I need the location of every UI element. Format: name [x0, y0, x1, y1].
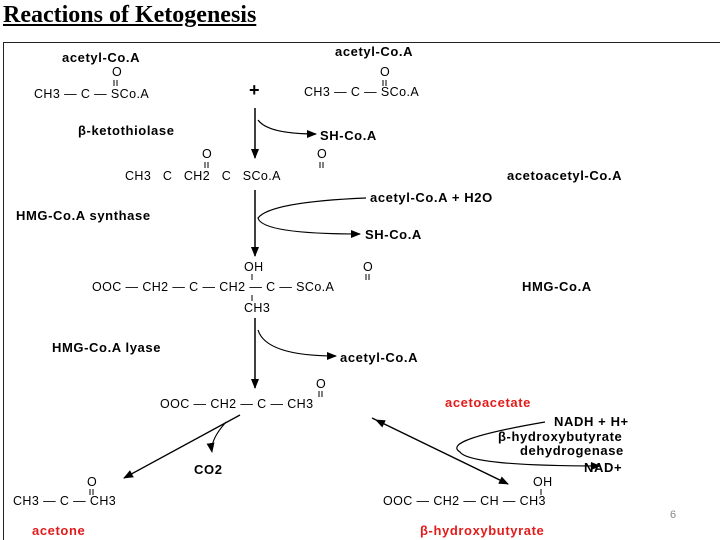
- substrate-left-label: acetyl-Co.A: [62, 50, 140, 65]
- carbonyl-o-aa1: O: [202, 147, 212, 161]
- content-frame: [3, 42, 720, 540]
- hmg-ch3: CH3: [244, 301, 270, 315]
- substrate-left-formula: CH3 — C — SCo.A: [34, 87, 149, 101]
- carbonyl-o-aa2: O: [317, 147, 327, 161]
- carbonyl-o-right: O: [380, 65, 390, 79]
- substrate-right-label: acetyl-Co.A: [335, 44, 413, 59]
- slide-title: Reactions of Ketogenesis: [3, 2, 257, 28]
- acetoacetate-label: acetoacetate: [445, 395, 531, 410]
- co2-label: CO2: [194, 462, 223, 477]
- bhb-label: β-hydroxybutyrate: [420, 523, 544, 538]
- carbonyl-o-acetoacetate: O: [316, 377, 326, 391]
- acetone-label: acetone: [32, 523, 85, 538]
- carbonyl-o-hmg: O: [363, 260, 373, 274]
- nad-label: NAD+: [584, 460, 622, 475]
- bhb-oh: OH: [533, 475, 553, 489]
- arrow-to-acetone: [123, 414, 241, 479]
- arrow-synthase-curve: [257, 197, 367, 238]
- enzyme-thiolase: β-ketothiolase: [78, 123, 175, 138]
- arrow-lyase-out: [257, 329, 337, 360]
- hmg-label: HMG-Co.A: [522, 279, 592, 294]
- thiolase-product: SH-Co.A: [320, 128, 377, 143]
- enzyme-hmg-lyase: HMG-Co.A lyase: [52, 340, 161, 355]
- hmg-oh: OH: [244, 260, 264, 274]
- enzyme-hmg-synthase: HMG-Co.A synthase: [16, 208, 151, 223]
- lyase-output: acetyl-Co.A: [340, 350, 418, 365]
- synthase-output: SH-Co.A: [365, 227, 422, 242]
- plus-sign: +: [249, 80, 260, 100]
- nadh-label: NADH + H+: [554, 414, 629, 429]
- arrow-nadh-nad: [456, 421, 601, 470]
- bhb-formula: OOC — CH2 — CH — CH3: [383, 494, 546, 508]
- acetone-formula: CH3 — C — CH3: [13, 494, 116, 508]
- arrow-from-bhb: [375, 419, 509, 485]
- substrate-right-formula: CH3 — C — SCo.A: [304, 85, 419, 99]
- arrow-co2: [206, 421, 227, 453]
- hmg-formula: OOC — CH2 — C — CH2 — C — SCo.A: [92, 280, 335, 294]
- acetoacetate-formula: OOC — CH2 — C — CH3: [160, 397, 313, 411]
- synthase-input: acetyl-Co.A + H2O: [370, 190, 493, 205]
- page-number: 6: [670, 509, 676, 521]
- acetoacetyl-label: acetoacetyl-Co.A: [507, 168, 622, 183]
- carbonyl-o-acetone: O: [87, 475, 97, 489]
- arrow-sh-coa-1: [257, 119, 317, 138]
- enzyme-bhbdh-line1: β-hydroxybutyrate: [498, 429, 622, 444]
- acetoacetyl-formula: CH3 C CH2 C SCo.A: [125, 169, 281, 183]
- enzyme-bhbdh-line2: dehydrogenase: [520, 443, 624, 458]
- carbonyl-o-left: O: [112, 65, 122, 79]
